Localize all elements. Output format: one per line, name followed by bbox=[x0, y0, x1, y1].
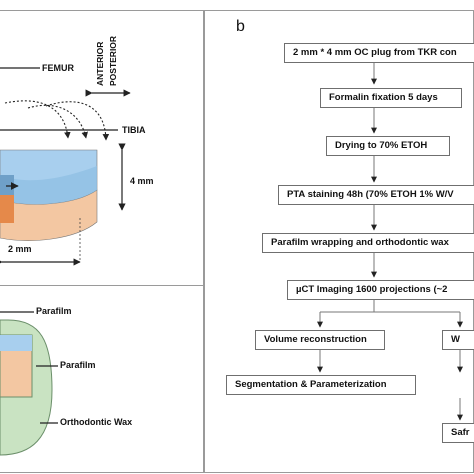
plug-cross-section-top bbox=[0, 335, 32, 351]
parafilm-inner-label: Parafilm bbox=[60, 360, 96, 370]
tibia-label: TIBIA bbox=[122, 125, 146, 135]
dotted-arrow-3 bbox=[45, 101, 110, 141]
anterior-label: ANTERIOR bbox=[95, 41, 105, 86]
flow-step-safr-cropped: Safr bbox=[442, 423, 474, 443]
parafilm-outer-label: Parafilm bbox=[36, 306, 72, 316]
flow-step-oc-plug: 2 mm * 4 mm OC plug from TKR con bbox=[284, 43, 474, 63]
flow-step-pta: PTA staining 48h (70% ETOH 1% W/V bbox=[278, 185, 474, 205]
flow-step-w-cropped: W bbox=[442, 330, 474, 350]
flow-step-uct-imaging: µCT Imaging 1600 projections (~2 bbox=[287, 280, 474, 300]
plug-cut-face-top bbox=[0, 175, 14, 195]
flow-step-volume-reconstruction: Volume reconstruction bbox=[255, 330, 385, 350]
wax-label: Orthodontic Wax bbox=[60, 417, 133, 427]
flow-step-formalin: Formalin fixation 5 days bbox=[320, 88, 462, 108]
height-label: 4 mm bbox=[130, 176, 154, 186]
panel-b-letter: b bbox=[236, 18, 245, 35]
flow-step-segmentation: Segmentation & Parameterization bbox=[226, 375, 416, 395]
flow-step-drying: Drying to 70% ETOH bbox=[326, 136, 450, 156]
width-label: 2 mm bbox=[8, 244, 32, 254]
flowchart-connectors bbox=[317, 63, 463, 421]
dotted-arrow-2 bbox=[27, 104, 88, 139]
femur-label: FEMUR bbox=[42, 63, 74, 73]
posterior-label: POSTERIOR bbox=[108, 35, 118, 86]
cartilage-front-shade bbox=[0, 166, 97, 205]
flow-step-parafilm-wrap: Parafilm wrapping and orthodontic wax bbox=[262, 233, 474, 253]
panel-a-bottom-frame bbox=[0, 285, 204, 473]
